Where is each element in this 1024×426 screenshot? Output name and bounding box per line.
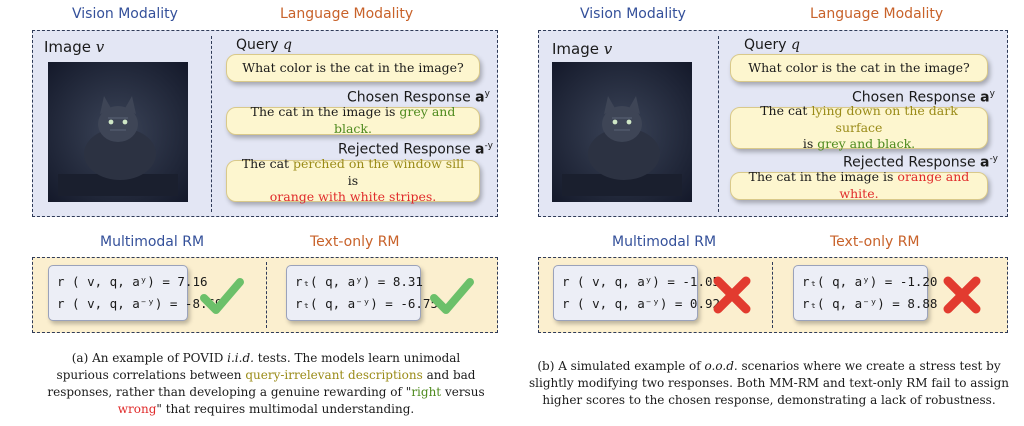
- mm-score-chosen-a: r ( v, q, aʸ) = 7.16: [57, 274, 208, 289]
- chosen-bubble-b: The cat lying down on the dark surface i…: [730, 103, 988, 151]
- txt-score-chosen-a: rₜ( q, aʸ) = 8.31: [295, 274, 423, 289]
- txt-score-box-b: rₜ( q, aʸ) = -1.20 rₜ( q, a⁻ʸ) = 8.88: [793, 265, 938, 321]
- mm-score-rejected-b: r ( v, q, a⁻ʸ) = 0.92: [562, 296, 721, 311]
- chosen-label-a: Chosen Response ay: [347, 89, 490, 106]
- cross-icon: [943, 276, 981, 314]
- text-only-rm-header-a: Text-only RM: [310, 234, 400, 250]
- cat-image-a: [48, 62, 188, 202]
- checkmark-icon: [430, 278, 474, 314]
- modality-divider-b: [718, 36, 719, 212]
- mm-score-rejected-a: r ( v, q, a⁻ʸ) = -8.69: [57, 296, 223, 311]
- multimodal-rm-header-b: Multimodal RM: [612, 234, 717, 250]
- txt-score-rejected-b: rₜ( q, a⁻ʸ) = 8.88: [802, 296, 938, 311]
- mm-score-chosen-b: r ( v, q, aʸ) = -1.05: [562, 274, 721, 289]
- rejected-label-a: Rejected Response a-y: [338, 141, 493, 158]
- txt-score-rejected-a: rₜ( q, a⁻ʸ) = -6.75: [295, 296, 438, 311]
- vision-modality-header-a: Vision Modality: [72, 6, 178, 22]
- txt-score-box-a: rₜ( q, aʸ) = 8.31 rₜ( q, a⁻ʸ) = -6.75: [286, 265, 438, 321]
- image-label-a: Image v: [44, 38, 105, 56]
- query-label-b: Query q: [744, 37, 800, 53]
- rm-divider-b: [772, 262, 773, 328]
- cat-photo-a: [48, 62, 188, 202]
- rejected-label-b: Rejected Response a-y: [843, 154, 998, 171]
- mm-score-box-b: r ( v, q, aʸ) = -1.05 r ( v, q, a⁻ʸ) = 0…: [553, 265, 721, 321]
- checkmark-icon: [200, 278, 244, 314]
- text-only-rm-header-b: Text-only RM: [830, 234, 920, 250]
- multimodal-rm-header-a: Multimodal RM: [100, 234, 205, 250]
- query-bubble-a: What color is the cat in the image?: [226, 54, 480, 82]
- rejected-bubble-b: The cat in the image is orange and white…: [730, 169, 988, 201]
- caption-b: (b) A simulated example of o.o.d. scenar…: [528, 359, 1010, 407]
- rm-divider-a: [266, 262, 267, 328]
- vision-modality-header-b: Vision Modality: [580, 6, 686, 22]
- language-modality-header-b: Language Modality: [810, 6, 944, 22]
- language-modality-header-a: Language Modality: [280, 6, 414, 22]
- chosen-bubble-a: The cat in the image is grey and black.: [226, 104, 480, 136]
- caption-a: (a) An example of POVID i.i.d. tests. Th…: [47, 351, 485, 416]
- image-label-b: Image v: [552, 40, 613, 58]
- cat-photo-b: [552, 62, 692, 202]
- query-bubble-b: What color is the cat in the image?: [730, 54, 988, 82]
- cross-icon: [713, 276, 751, 314]
- txt-score-chosen-b: rₜ( q, aʸ) = -1.20: [802, 274, 938, 289]
- query-label-a: Query q: [236, 37, 292, 53]
- cat-image-b: [552, 62, 692, 202]
- rejected-bubble-a: The cat perched on the window sill is or…: [226, 156, 480, 204]
- modality-divider-a: [211, 36, 212, 212]
- mm-score-box-a: r ( v, q, aʸ) = 7.16 r ( v, q, a⁻ʸ) = -8…: [48, 265, 223, 321]
- chosen-label-b: Chosen Response ay: [852, 89, 995, 106]
